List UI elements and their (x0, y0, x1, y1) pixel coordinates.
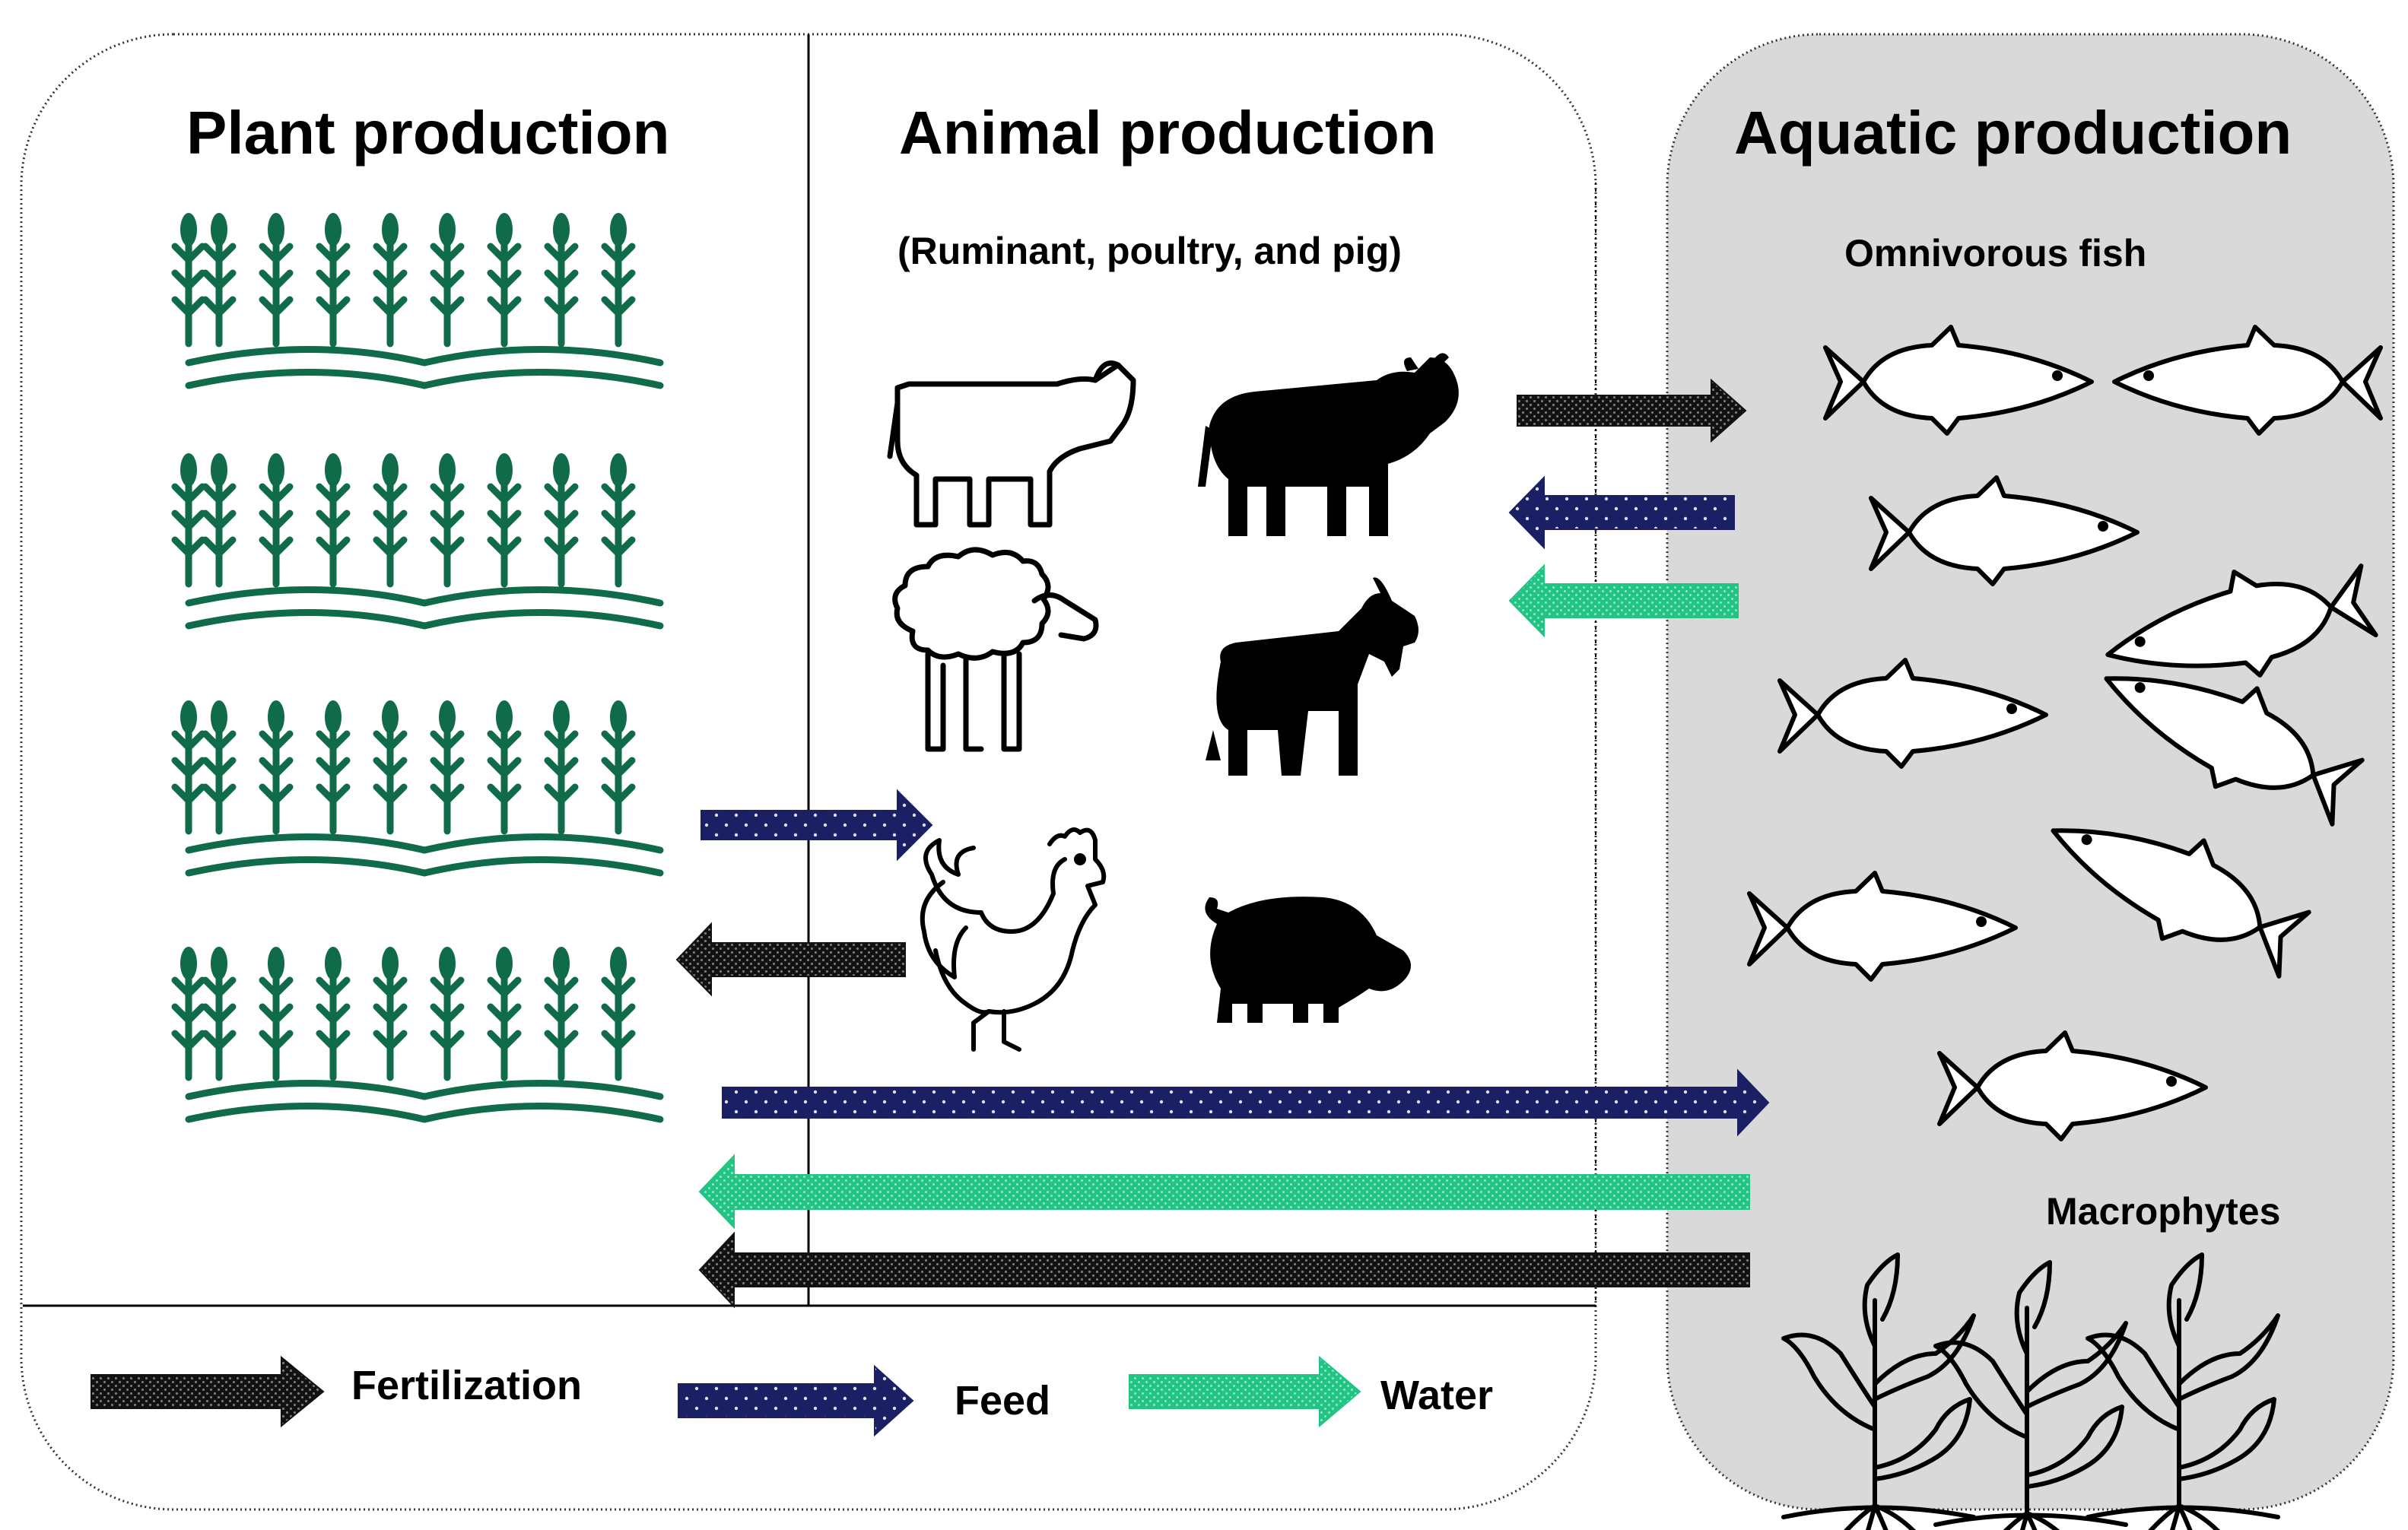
legend-fertilization-arrow (91, 1355, 325, 1428)
legend-water-label: Water (1380, 1373, 1494, 1418)
fertilization-arrow-to-plant (675, 922, 906, 997)
legend-feed-label: Feed (955, 1378, 1051, 1424)
rooster-icon (920, 827, 1107, 1052)
sheep-icon (892, 547, 1099, 752)
animal-production-subtitle: (Ruminant, poultry, and pig) (897, 230, 1402, 272)
water-arrow-to-plant (698, 1154, 1750, 1230)
animal-production-title: Animal production (899, 99, 1437, 167)
pig-icon (1205, 897, 1411, 1023)
cow-icon (887, 360, 1136, 528)
plant-production-title: Plant production (186, 99, 670, 167)
aquatic-production-title: Aquatic production (1734, 99, 2292, 167)
legend-fertilization-label: Fertilization (351, 1363, 583, 1408)
fertilization-arrow-to-aquatic (1517, 378, 1747, 443)
fertilization-arrow-to-plant (698, 1231, 1750, 1309)
macrophytes-label: Macrophytes (2046, 1190, 2281, 1233)
bull-icon (1198, 353, 1459, 536)
water-arrow-to-animal (1508, 563, 1739, 638)
goat-icon (1206, 577, 1418, 776)
legend-feed-arrow (678, 1364, 914, 1437)
feed-arrow-to-animal (1508, 475, 1735, 550)
omnivorous-fish-label: Omnivorous fish (1844, 232, 2147, 275)
feed-arrow-to-aquatic (722, 1068, 1770, 1137)
legend-water-arrow (1129, 1355, 1361, 1428)
feed-arrow-to-animal (700, 789, 933, 862)
